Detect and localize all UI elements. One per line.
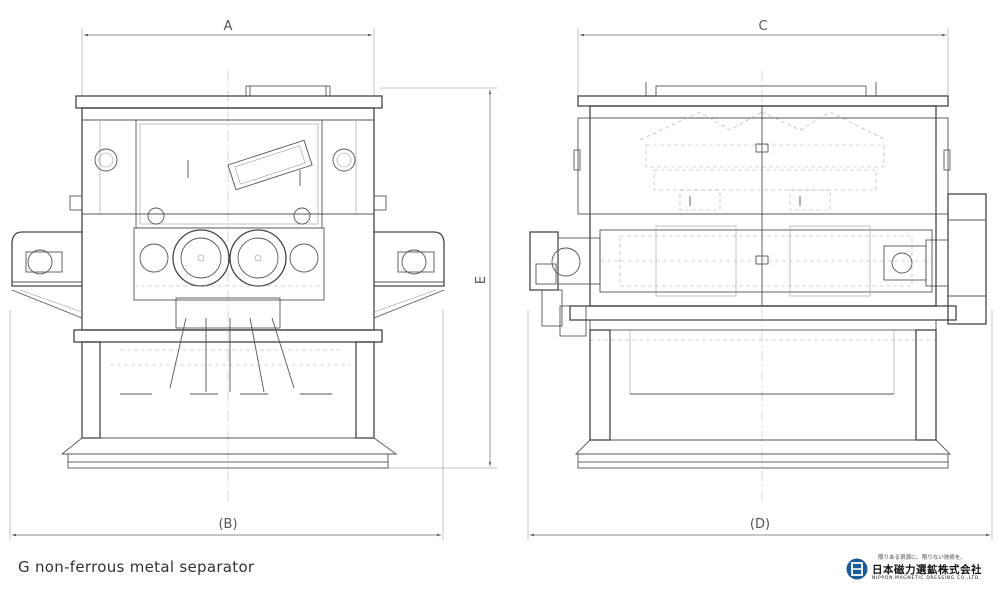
company-tagline: 限りある資源に、限りない技術を。: [878, 555, 966, 561]
company-logo: 限りある資源に、限りない技術を。 日本磁力選鉱株式会社 NIPPON MAGNE…: [846, 551, 986, 591]
dimension-d-label: (D): [750, 517, 770, 532]
front-view: A (B) E: [9, 19, 497, 540]
dimension-a-label: A: [224, 19, 233, 34]
dimension-e-label: E: [474, 276, 489, 284]
company-mark-icon: [846, 558, 868, 580]
side-view: C (D): [527, 19, 993, 540]
dimension-b-label: (B): [218, 517, 237, 532]
company-name-en: NIPPON MAGNETIC DRESSING CO.,LTD.: [872, 576, 981, 581]
figure-caption: G non-ferrous metal separator: [18, 558, 255, 576]
company-name-ja: 日本磁力選鉱株式会社: [872, 564, 982, 576]
dimension-c-label: C: [758, 19, 767, 34]
